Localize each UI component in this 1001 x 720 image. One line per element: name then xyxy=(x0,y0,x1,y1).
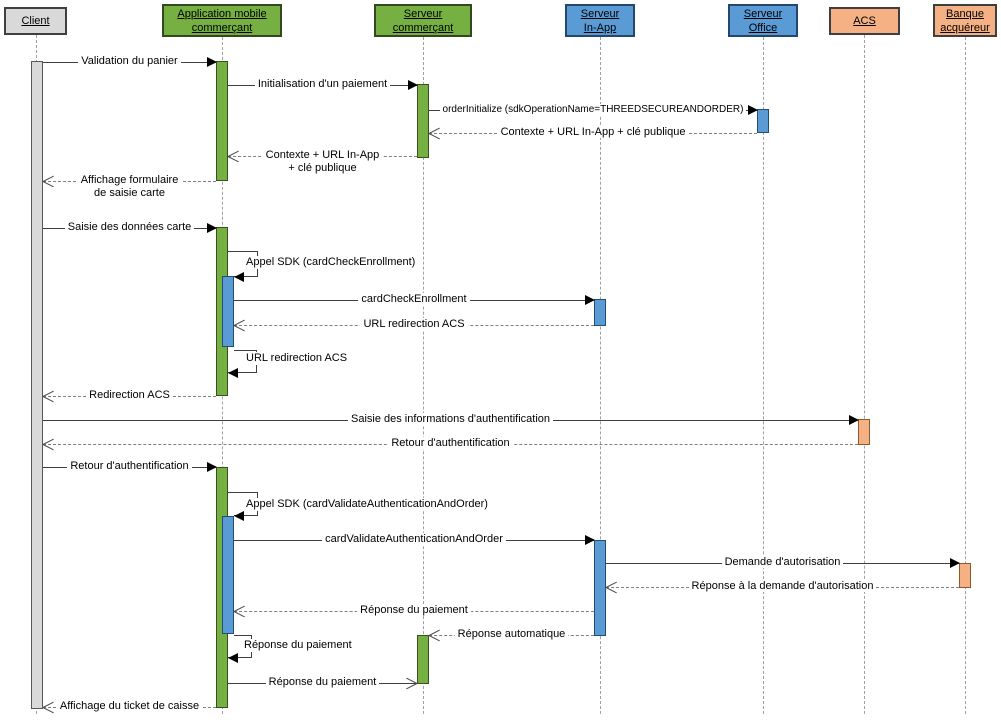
actor-client-label: Client xyxy=(21,15,50,27)
message-self-reponse-paiement: Réponse du paiement xyxy=(228,635,354,663)
activation-client xyxy=(31,61,43,709)
actor-client: Client xyxy=(4,7,67,35)
actor-serveur-commercant: Serveur commerçant xyxy=(374,4,472,37)
actor-app-mobile: Application mobile commerçant xyxy=(162,4,282,37)
activation-app-1 xyxy=(216,61,228,181)
lifeline-acs xyxy=(864,35,865,714)
actor-banque-acquereur-label: Banque xyxy=(946,7,984,20)
actor-serveur-inapp: Serveur In-App xyxy=(565,4,635,37)
actor-serveur-inapp-label: Serveur xyxy=(580,7,620,20)
activation-acs xyxy=(858,419,870,445)
activation-inapp-1 xyxy=(594,299,606,326)
activation-banque xyxy=(959,563,971,588)
actor-serveur-office-label: Serveur xyxy=(743,7,783,20)
actor-banque-acquereur: Banque acquéreur xyxy=(933,4,997,37)
message-self-appel-sdk-enrollment: Appel SDK (cardCheckEnrollment) xyxy=(228,251,418,282)
activation-app-2-sdk xyxy=(222,276,234,347)
activation-commercant-1 xyxy=(417,84,429,158)
lifeline-serveur-office xyxy=(763,37,764,714)
activation-office xyxy=(757,109,769,133)
actor-app-mobile-label: Application mobile xyxy=(177,7,267,20)
activation-app-3-sdk xyxy=(222,516,234,634)
actor-acs-label: ACS xyxy=(853,15,876,27)
message-self-url-redirection-acs: URL redirection ACS xyxy=(228,350,350,378)
lifeline-serveur-inapp xyxy=(600,37,601,714)
lifeline-banque-acquereur xyxy=(965,37,966,714)
activation-commercant-2 xyxy=(417,635,429,684)
lifeline-serveur-commercant xyxy=(423,37,424,714)
activation-inapp-2 xyxy=(594,540,606,636)
actor-acs: ACS xyxy=(829,7,900,35)
actor-serveur-office: Serveur Office xyxy=(728,4,798,37)
message-self-appel-sdk-validate: Appel SDK (cardValidateAuthenticationAnd… xyxy=(228,492,490,521)
actor-serveur-commercant-label: Serveur xyxy=(403,7,443,20)
